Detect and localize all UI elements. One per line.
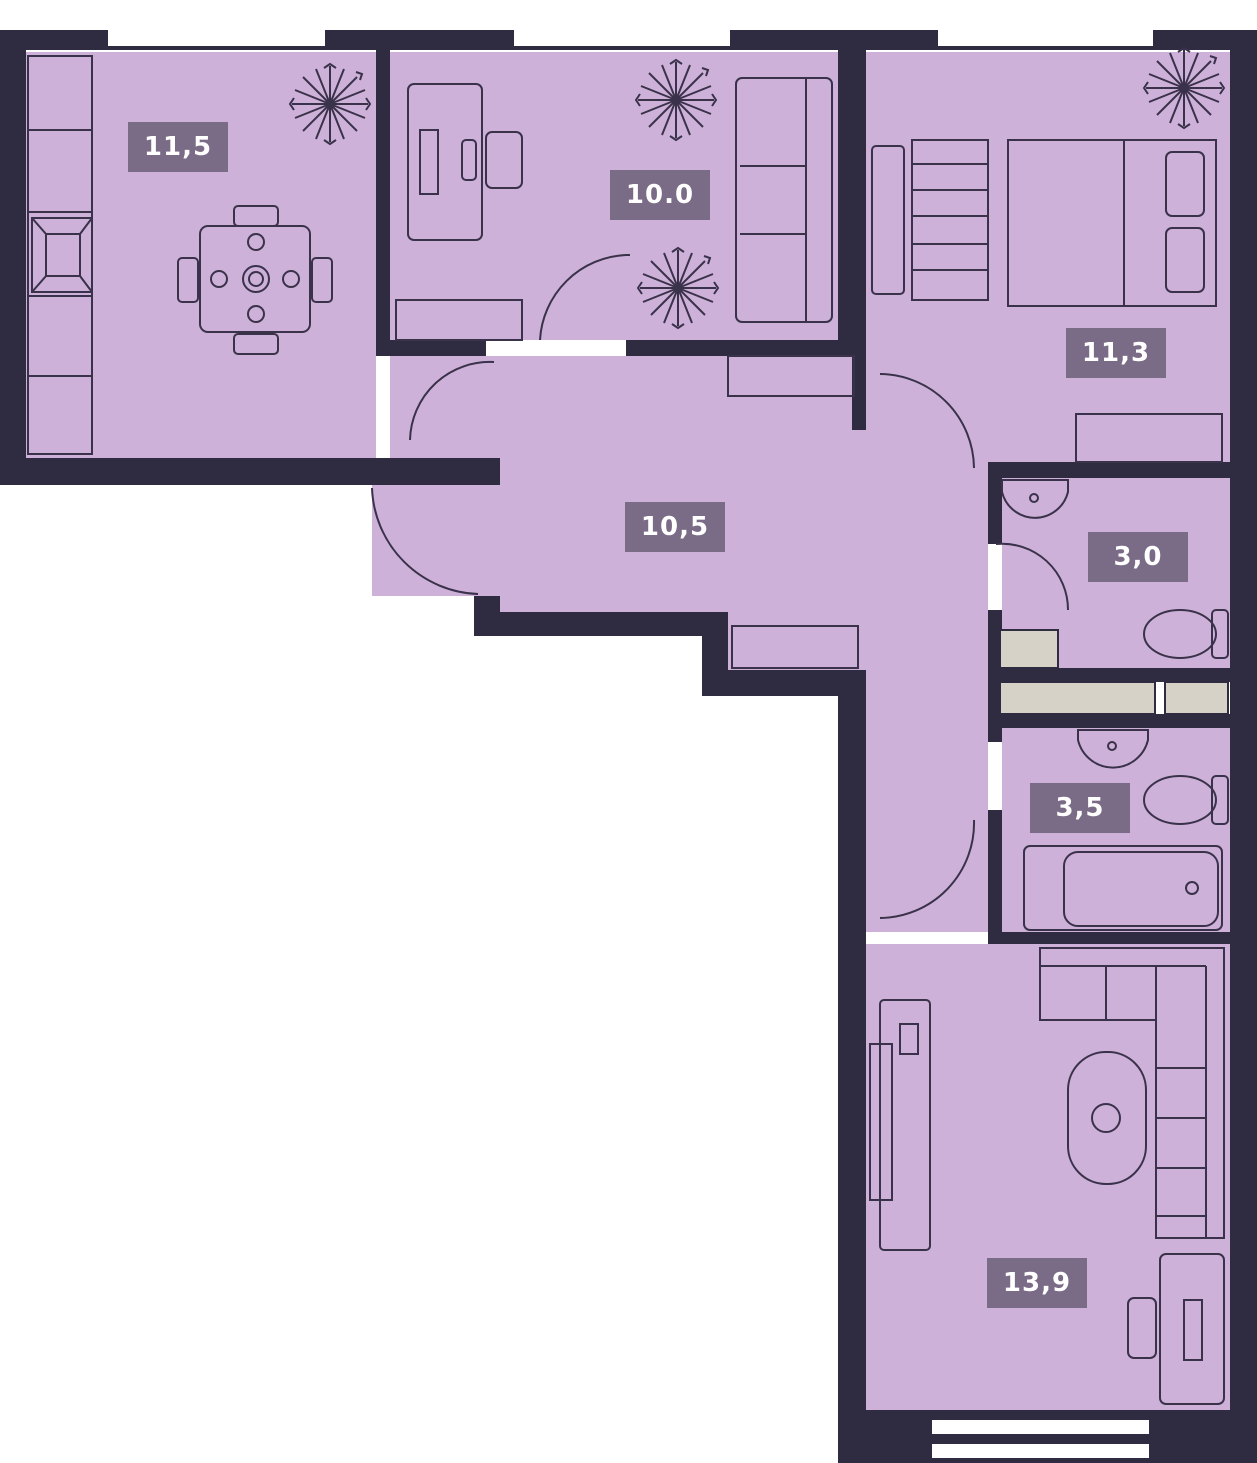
windows <box>108 5 1153 1458</box>
desk-icon <box>407 83 523 241</box>
walls <box>0 30 1257 1463</box>
radiator-icon <box>731 625 859 669</box>
area-text: 11,5 <box>143 132 213 162</box>
area-text: 3,5 <box>1055 793 1105 823</box>
area-text: 11,3 <box>1081 338 1151 368</box>
storage-blocks <box>999 629 1229 715</box>
radiator-icon <box>1075 413 1223 463</box>
area-label-bedroom: 11,3 <box>1066 328 1166 378</box>
sofa-icon <box>735 77 833 323</box>
area-label-kitchen: 11,5 <box>128 122 228 172</box>
area-label-bathroom: 3,5 <box>1030 783 1130 833</box>
toilet-icon <box>1143 609 1229 825</box>
area-text: 10.0 <box>625 180 695 210</box>
area-label-study: 10.0 <box>610 170 710 220</box>
desk-icon <box>1127 1253 1225 1405</box>
area-text: 13,9 <box>1002 1268 1072 1298</box>
area-label-hall: 10,5 <box>625 502 725 552</box>
area-text: 3,0 <box>1113 542 1163 572</box>
dining-table-icon <box>177 205 333 355</box>
tv-stand-icon <box>869 999 931 1251</box>
coffee-table-icon <box>1067 1051 1147 1185</box>
doors <box>371 254 1070 919</box>
stove-icon <box>31 217 93 293</box>
bathtub-icon <box>1023 845 1223 931</box>
sink-icon <box>1001 479 1149 769</box>
area-label-living: 13,9 <box>987 1258 1087 1308</box>
area-text: 10,5 <box>640 512 710 542</box>
area-label-wc: 3,0 <box>1088 532 1188 582</box>
bed-icon <box>871 139 1217 307</box>
sofa-icon <box>1039 947 1225 1239</box>
